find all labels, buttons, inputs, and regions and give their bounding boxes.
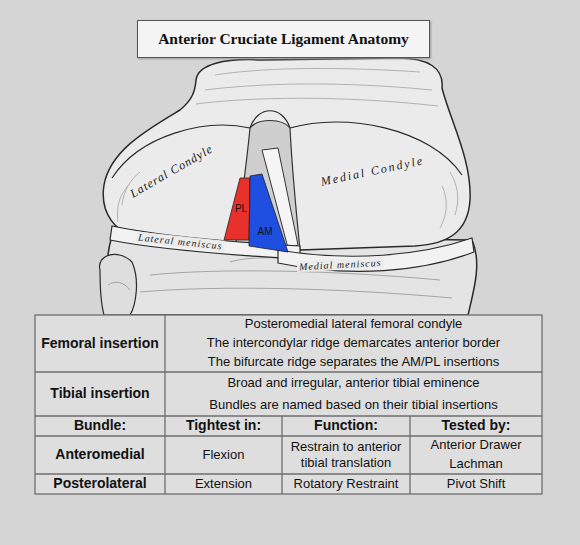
table-header-cell: Anteromedial — [35, 446, 165, 464]
table-cell: Flexion — [165, 447, 282, 463]
anteromedial-bundle: AM — [246, 172, 290, 254]
bundle-label: AM — [258, 227, 273, 237]
table-cell: Rotatory Restraint — [282, 476, 410, 492]
table-header-cell: Function: — [282, 417, 410, 435]
posterolateral-bundle: PL — [222, 176, 252, 242]
table-header-cell: Femoral insertion — [35, 335, 165, 353]
table-cell: Lachman — [410, 456, 542, 472]
table-cell: Bundles are named based on their tibial … — [165, 397, 542, 413]
table-cell: Anterior Drawer — [410, 437, 542, 453]
table-header-cell: Tibial insertion — [35, 385, 165, 403]
femur — [103, 58, 470, 250]
table-cell: Extension — [165, 476, 282, 492]
table-cell: Posteromedial lateral femoral condyle — [165, 316, 542, 332]
table-cell: Broad and irregular, anterior tibial emi… — [165, 375, 542, 391]
title-box: Anterior Cruciate Ligament Anatomy — [137, 20, 430, 58]
bundle-label: PL — [235, 204, 247, 214]
bundle-outline — [246, 172, 290, 254]
table-header-cell: Posterolateral — [35, 475, 165, 493]
table-cell: Restrain to anterior tibial translation — [282, 439, 410, 472]
table-cell: Pivot Shift — [410, 476, 542, 492]
medial-meniscus — [278, 238, 474, 271]
title-text: Anterior Cruciate Ligament Anatomy — [158, 30, 409, 48]
bundle-fill — [249, 174, 288, 252]
table-cell: The bifurcate ridge separates the AM/PL … — [165, 354, 542, 370]
bundle-fill — [224, 178, 250, 240]
table-header-cell: Bundle: — [35, 417, 165, 435]
table-cell: The intercondylar ridge demarcates anter… — [165, 335, 542, 351]
table-grid — [35, 315, 542, 494]
fibula-head — [100, 254, 137, 315]
table-header-cell: Tested by: — [410, 417, 542, 435]
table-header-cell: Tightest in: — [165, 417, 282, 435]
